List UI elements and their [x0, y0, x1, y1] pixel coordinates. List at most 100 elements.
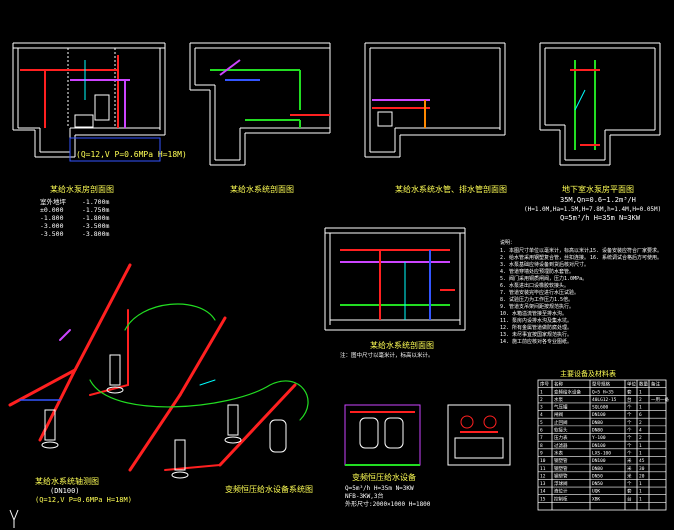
iso-system-sub: (DN100): [50, 487, 80, 495]
table-cell: 3: [540, 405, 543, 411]
table-cell: 台: [627, 495, 632, 502]
table-cell: 9: [540, 450, 543, 456]
table-cell: 1: [639, 389, 642, 395]
note-line: 3. 水泵基础应待设备到货后核对尺寸。: [500, 261, 589, 268]
table-cell: 13: [540, 481, 546, 487]
table-cell: LXS-100: [592, 450, 611, 456]
table-cell: 12: [540, 473, 546, 479]
note-line: 4. 管道穿墙处应预埋防水套管。: [500, 268, 574, 275]
elevation-label: -3.500: [40, 230, 64, 238]
table-cell: 个: [627, 450, 632, 456]
table-cell: 15: [540, 496, 546, 502]
table-cell: 5: [540, 420, 543, 426]
table-cell: 2: [639, 420, 642, 426]
equipment-line: NFB-3KW,3台: [345, 492, 384, 500]
table-cell: DN80: [592, 428, 603, 434]
table-cell: 控制柜: [554, 495, 568, 502]
note-line: 7. 管道安装完毕应进行水压试验。: [500, 289, 579, 296]
pump-set-title: 变频恒压给水设备系统图: [225, 484, 313, 494]
mid-section-pipes: [340, 249, 455, 320]
table-cell: 水泵: [554, 396, 563, 403]
note-line: 15. 设备安装应符合厂家要求。: [590, 247, 662, 254]
table-cell: 变频给水设备: [554, 388, 581, 395]
table-cell: 钢塑管: [554, 472, 568, 479]
section-4: [539, 42, 661, 166]
table-cell: 4: [639, 428, 642, 434]
section-4-pipes: [570, 60, 600, 150]
note-line: 9. 管道支吊架间距按规范执行。: [500, 303, 574, 310]
note-line: 14. 施工前应核对各专业图纸。: [500, 338, 572, 345]
equipment-line: 外形尺寸:2000×1000 H=1800: [345, 500, 431, 508]
table-cell: UQK: [592, 489, 600, 495]
table-cell: 1: [540, 389, 543, 395]
table-cell: 1: [639, 405, 642, 411]
table-cell: 6: [639, 412, 642, 418]
section-4-spec-2: (H=1.0M,Ha=1.5M,H=7.8M,h=1.4M,H=0.05M): [524, 206, 661, 213]
table-cell: 2: [540, 397, 543, 403]
table-cell: 45: [639, 458, 645, 464]
table-cell: 米: [627, 457, 632, 464]
section-1-pipes: [20, 55, 130, 128]
iso-system-title: 某给水系统轴测图: [35, 476, 99, 486]
table-cell: 6: [540, 428, 543, 434]
elevation-label: -1.800: [40, 214, 64, 222]
table-cell: 1: [639, 489, 642, 495]
table-cell: 气压罐: [554, 404, 568, 411]
table-cell: 11: [540, 466, 546, 472]
section-1-spec-box: [69, 137, 161, 162]
note-line: 6. 水泵进出口设橡胶软接头。: [500, 282, 569, 289]
table-cell: Y-100: [592, 435, 606, 441]
table-cell: DN100: [592, 412, 606, 418]
elevation-value: -1.750m: [82, 206, 109, 214]
table-cell: Q=5 H=35: [592, 389, 614, 395]
table-cell: 个: [627, 443, 632, 449]
table-cell: 软接头: [554, 427, 568, 434]
table-cell: 8: [540, 443, 543, 449]
table-cell: 浮球阀: [554, 480, 568, 487]
table-cell: 14: [540, 489, 546, 495]
table-cell: 米: [627, 465, 632, 472]
table-cell: SQL600: [592, 405, 609, 411]
table-cell: DN50: [592, 481, 603, 487]
elevation-value: -3.500m: [82, 222, 109, 230]
table-cell: 米: [627, 472, 632, 479]
table-header-cell: 单位: [627, 381, 636, 388]
note-line: 1. 本图尺寸单位以毫米计，标高以米计。: [500, 247, 594, 254]
section-2-pipes: [210, 59, 330, 128]
table-cell: 40LG12-15: [592, 397, 617, 403]
table-cell: 个: [627, 428, 632, 434]
section-3: [364, 42, 506, 158]
elevation-value: -3.800m: [82, 230, 109, 238]
section-1-title: 某给水泵房剖面图: [50, 184, 114, 194]
table-header-cell: 序号: [540, 381, 549, 388]
table-cell: 4: [540, 412, 543, 418]
section-4-title: 地下室水泵房平面图: [562, 184, 634, 194]
elevation-value: -1.800m: [82, 214, 109, 222]
ucs-icon: [9, 509, 19, 528]
table-title: 主要设备及材料表: [560, 369, 616, 378]
table-cell: 过滤器: [554, 442, 568, 449]
elevation-label: ±0.000: [40, 206, 64, 214]
elevation-value: -1.700m: [82, 198, 109, 206]
table-cell: 1: [639, 450, 642, 456]
table-header-cell: 数量: [639, 381, 648, 388]
table-cell: 闸阀: [554, 411, 563, 418]
section-2: [189, 42, 331, 166]
equipment-elevation: [344, 404, 421, 466]
table-cell: 个: [627, 435, 632, 441]
equipment-line: Q=5m³/h H=35m N=3KW: [345, 485, 414, 492]
table-cell: 个: [627, 420, 632, 426]
equipment-table: [537, 379, 667, 511]
table-cell: 个: [627, 481, 632, 487]
table-cell: DN80: [592, 466, 603, 472]
notes-block: 说明： 1. 本图尺寸单位以毫米计，标高以米计。 2. 给水管采用钢塑复合管，丝…: [500, 239, 662, 345]
table-cell: DN50: [592, 473, 603, 479]
table-cell: 套: [627, 488, 632, 495]
table-cell: 台: [627, 396, 632, 403]
table-cell: 20: [639, 473, 645, 479]
table-header-cell: 名称: [554, 381, 563, 388]
table-cell: 止回阀: [554, 419, 568, 426]
table-cell: 2: [639, 435, 642, 441]
